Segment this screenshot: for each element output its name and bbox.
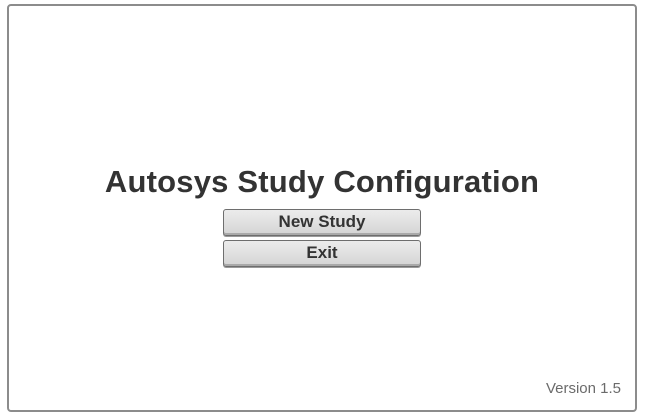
exit-button[interactable]: Exit [223, 240, 421, 267]
version-label: Version 1.5 [545, 380, 621, 397]
app-title: Autosys Study Configuration [104, 164, 540, 199]
main-window: Autosys Study Configuration New Study Ex… [7, 4, 637, 412]
new-study-button[interactable]: New Study [223, 209, 421, 236]
